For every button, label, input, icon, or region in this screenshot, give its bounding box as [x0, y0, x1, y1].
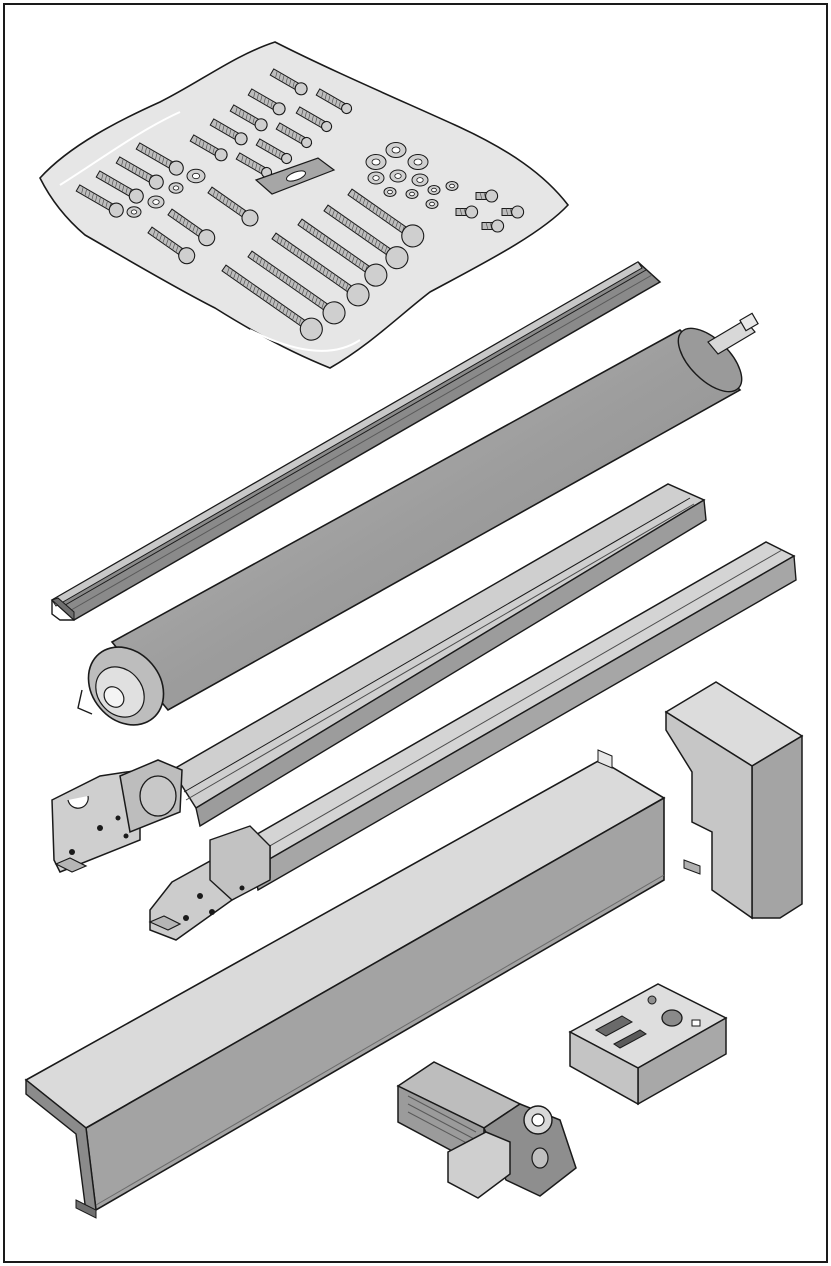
screw-icon	[271, 232, 370, 307]
screw-icon	[229, 104, 268, 132]
screw-icon	[147, 226, 196, 265]
screw-icon	[247, 88, 286, 116]
screw-icon	[501, 205, 525, 219]
control-box-icon	[568, 983, 728, 1106]
fasteners-group	[75, 68, 525, 341]
screw-icon	[481, 219, 505, 233]
screw-icon	[455, 205, 479, 219]
screw-icon	[255, 138, 293, 165]
screw-icon	[209, 118, 248, 146]
roller-tube-icon	[77, 312, 759, 726]
hardware-bag-icon	[39, 41, 570, 369]
screw-icon	[75, 184, 124, 218]
screw-icon	[475, 189, 499, 203]
figure-border	[3, 3, 828, 1263]
guide-rail-icon	[51, 483, 707, 873]
screw-icon	[207, 186, 259, 227]
screw-icon	[135, 142, 184, 176]
screw-icon	[295, 106, 333, 133]
screw-icon	[167, 208, 216, 247]
screw-icon	[315, 88, 353, 115]
screw-icon	[189, 134, 228, 162]
end-cap-icon	[664, 681, 804, 920]
screw-icon	[297, 218, 388, 287]
screw-icon	[247, 250, 346, 325]
screw-icon	[221, 264, 323, 341]
cover-hood-icon	[24, 749, 666, 1219]
screw-icon	[269, 68, 308, 96]
guide-rail-icon	[148, 541, 797, 941]
screw-icon	[323, 204, 409, 270]
gear-motor-icon	[396, 1061, 577, 1199]
screw-icon	[115, 156, 164, 190]
screw-icon	[347, 188, 425, 248]
screw-icon	[95, 170, 144, 204]
rail-profile-icon	[50, 261, 662, 622]
screw-icon	[275, 122, 313, 149]
